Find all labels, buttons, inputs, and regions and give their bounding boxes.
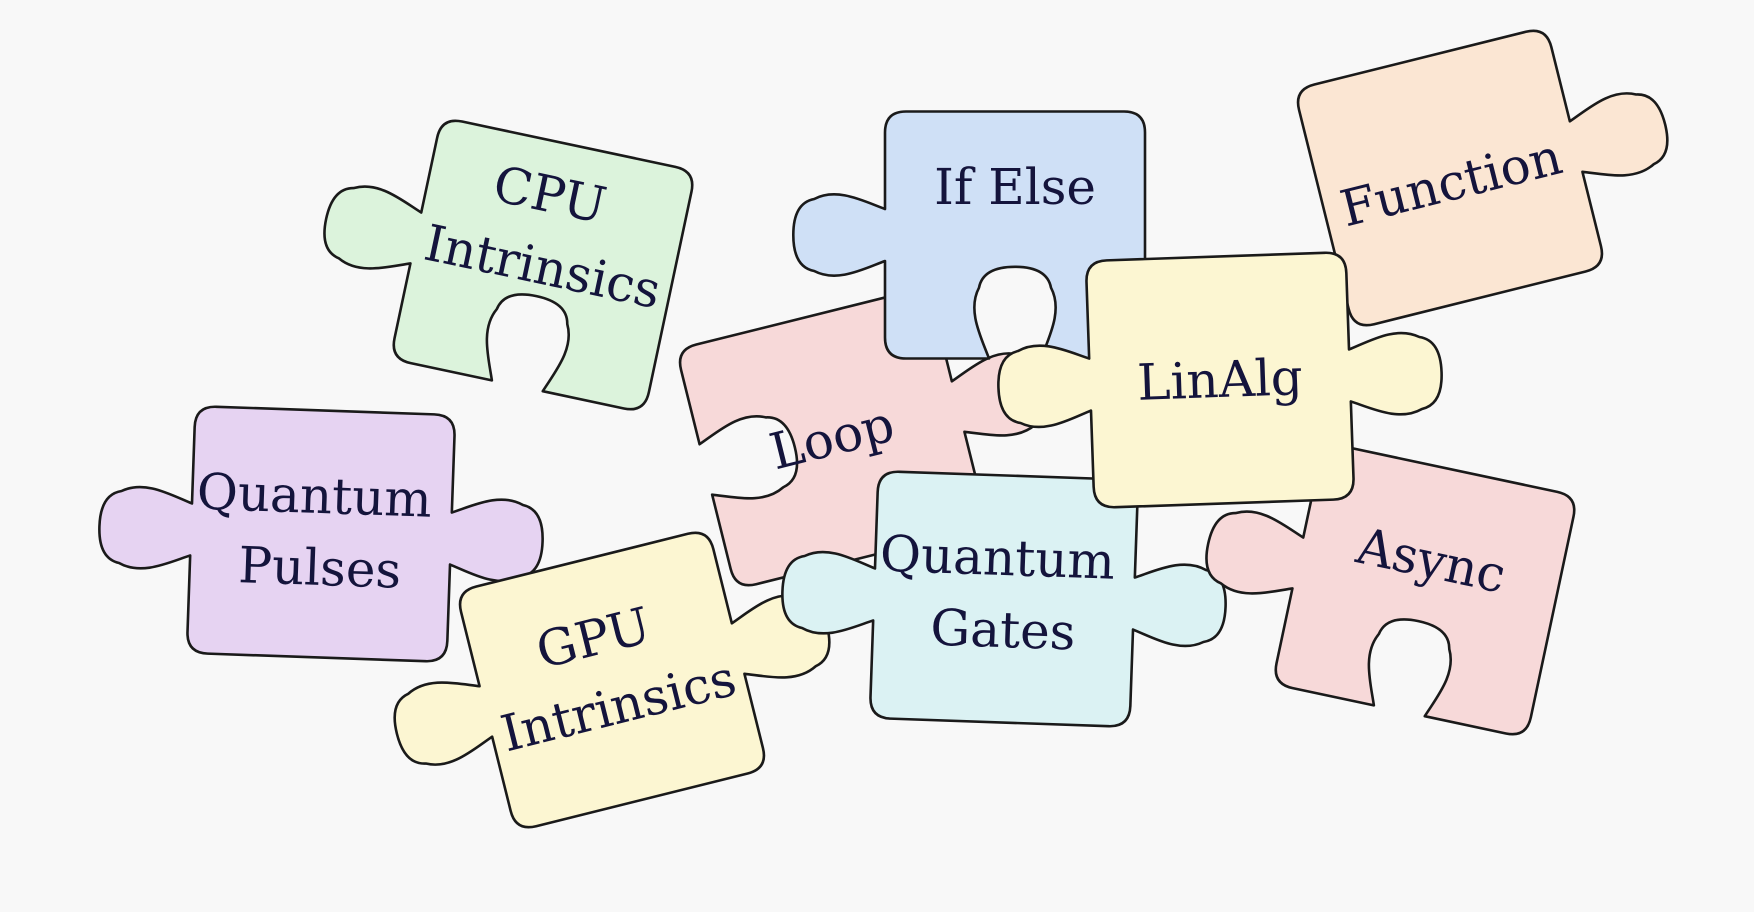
piece-quantum-gates-label: Quantum Gates — [877, 525, 1132, 664]
piece-quantum-pulses: Quantum Pulses — [98, 405, 544, 663]
piece-quantum-pulses-shape — [98, 405, 544, 663]
piece-if-else-label-line: If Else — [934, 158, 1096, 216]
piece-quantum-gates: Quantum Gates — [781, 470, 1227, 728]
piece-quantum-pulses-label-line-2: Pulses — [237, 536, 402, 600]
piece-if-else-label: If Else — [934, 158, 1096, 216]
piece-quantum-gates-label-line-1: Quantum — [879, 525, 1116, 591]
piece-cpu-intrinsics-shape — [323, 119, 694, 411]
piece-gpu-intrinsics: GPU Intrinsics — [393, 531, 831, 829]
piece-quantum-gates-shape — [781, 470, 1227, 728]
piece-async-shape — [1205, 444, 1576, 736]
piece-linalg-label-line: LinAlg — [1136, 348, 1303, 412]
piece-quantum-pulses-label-line-1: Quantum — [196, 463, 433, 529]
piece-linalg-label: LinAlg — [1136, 348, 1303, 412]
piece-function-shape — [1296, 29, 1669, 327]
piece-async: Async — [1205, 444, 1576, 736]
piece-quantum-pulses-label: Quantum Pulses — [193, 463, 448, 602]
piece-linalg-shape — [997, 251, 1443, 509]
piece-linalg: LinAlg — [997, 251, 1443, 509]
piece-function: Function — [1296, 29, 1669, 327]
piece-quantum-gates-label-line-2: Gates — [929, 598, 1076, 661]
piece-cpu-intrinsics: CPU Intrinsics — [323, 119, 694, 411]
